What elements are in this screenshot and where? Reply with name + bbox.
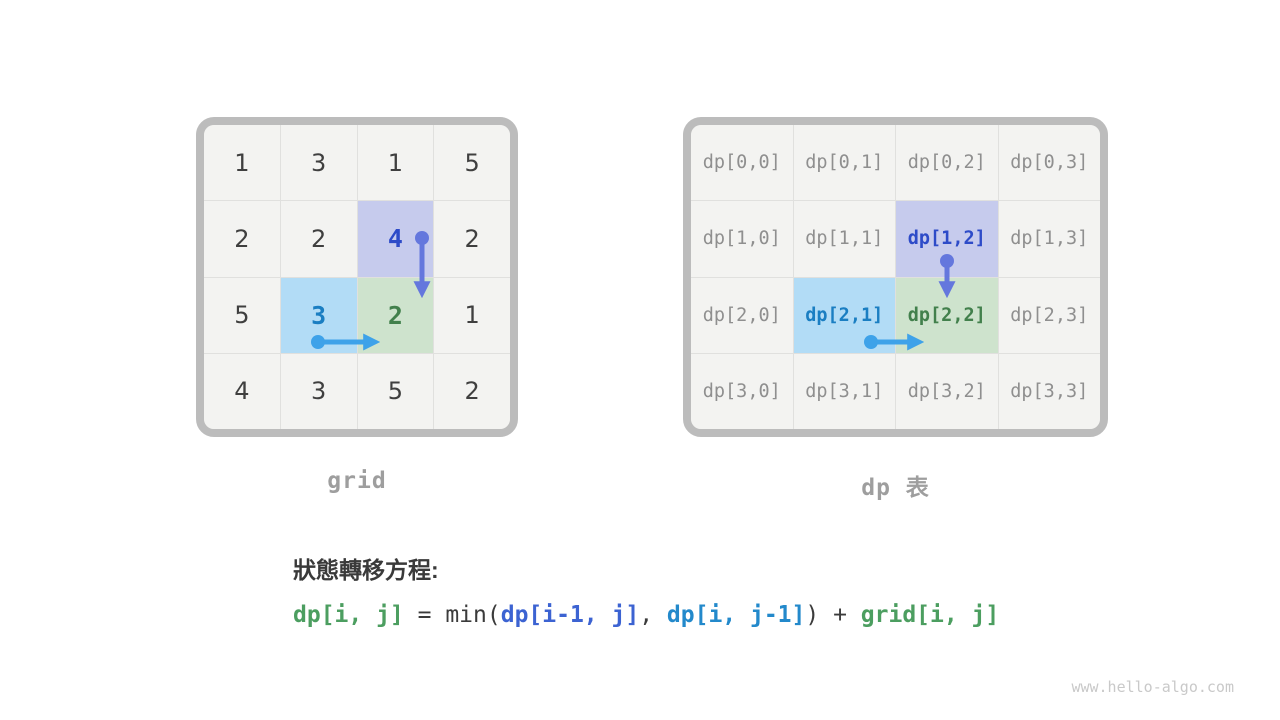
dp-cell: dp[2,0]	[691, 277, 793, 353]
dp-cell: dp[3,3]	[998, 353, 1100, 429]
dp-cell: dp[0,1]	[793, 125, 895, 201]
dp-cell: dp[0,0]	[691, 125, 793, 201]
grid-panel-label: grid	[327, 468, 387, 494]
grid-cell: 5	[357, 353, 434, 429]
grid-cell: 4	[204, 353, 280, 429]
watermark: www.hello-algo.com	[1071, 678, 1234, 696]
grid-cell: 5	[204, 277, 280, 353]
dp-table-panel: dp[0,0] dp[0,1] dp[0,2] dp[0,3] dp[1,0] …	[683, 117, 1108, 437]
grid-cell: 1	[434, 277, 510, 353]
dp-cell: dp[2,3]	[998, 277, 1100, 353]
dp-panel-label: dp 表	[861, 475, 930, 501]
dp-cell-from-left-highlight: dp[2,1]	[793, 277, 895, 353]
grid-cell: 2	[204, 201, 280, 277]
grid-cell-from-top-highlight: 4	[357, 201, 434, 277]
state-transition-equation: dp[i, j] = min(dp[i-1, j], dp[i, j-1]) +…	[293, 602, 999, 628]
grid-cell: 3	[280, 125, 357, 201]
dp-cell: dp[3,0]	[691, 353, 793, 429]
grid-panel: 1 3 1 5 2 2 4 2 5 3 2 1 4 3 5 2	[196, 117, 518, 437]
equation-operator: = min(	[403, 602, 501, 628]
grid-cell: 2	[280, 201, 357, 277]
equation-dp-up-term: dp[i-1, j]	[500, 602, 640, 628]
equation-separator: ,	[639, 602, 667, 628]
grid-cell: 3	[280, 353, 357, 429]
dp-cell: dp[1,3]	[998, 201, 1100, 277]
equation-heading: 狀態轉移方程:	[293, 557, 439, 583]
dp-cell: dp[1,1]	[793, 201, 895, 277]
dp-cell-from-top-highlight: dp[1,2]	[896, 201, 998, 277]
grid-cell: 2	[434, 353, 510, 429]
equation-dp-left-term: dp[i, j-1]	[666, 602, 806, 628]
equation-operator: ) +	[805, 602, 861, 628]
dp-cell: dp[1,0]	[691, 201, 793, 277]
equation-dp-result: dp[i, j]	[293, 602, 404, 628]
equation-grid-term: grid[i, j]	[860, 602, 1000, 628]
grid-cell-from-left-highlight: 3	[280, 277, 357, 353]
dp-cell: dp[3,1]	[793, 353, 895, 429]
grid-cell: 1	[204, 125, 280, 201]
dp-cell: dp[3,2]	[896, 353, 998, 429]
grid-cell: 2	[434, 201, 510, 277]
dp-cell: dp[0,2]	[896, 125, 998, 201]
dp-cell-target-highlight: dp[2,2]	[896, 277, 998, 353]
grid-cell-target-highlight: 2	[357, 277, 434, 353]
grid-cell: 1	[357, 125, 434, 201]
dp-cell: dp[0,3]	[998, 125, 1100, 201]
grid-cell: 5	[434, 125, 510, 201]
